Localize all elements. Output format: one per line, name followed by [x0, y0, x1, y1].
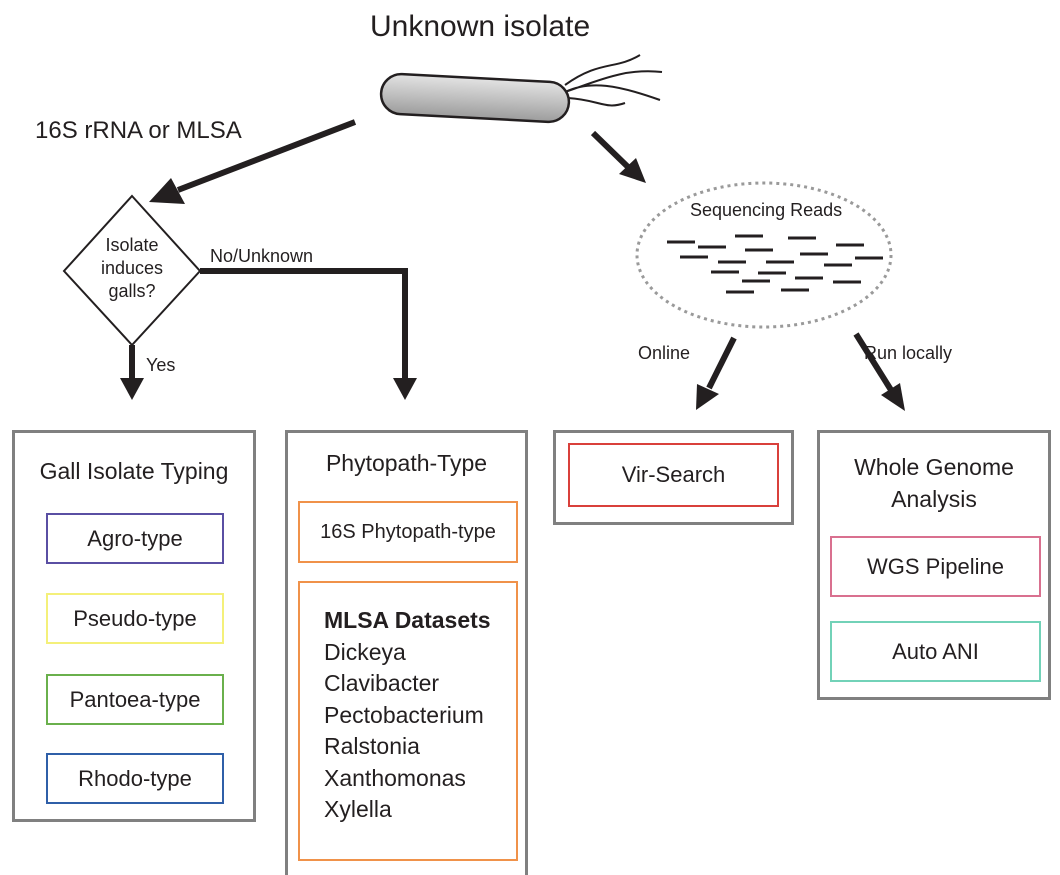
edge-label-run-locally: Run locally [864, 343, 953, 363]
panel-title-phytopath: Phytopath-Type [325, 450, 488, 476]
arrow-yes [120, 345, 144, 400]
arrow-online [696, 336, 737, 410]
edge-label-online: Online [638, 343, 691, 363]
mlsa-heading: MLSA Datasets [324, 607, 491, 633]
edge-label-no-unknown: No/Unknown [210, 246, 314, 266]
diagram-title: Unknown isolate [370, 10, 591, 43]
tool-pantoea-type[interactable]: Pantoea-type [46, 674, 224, 725]
edge-label-yes: Yes [146, 355, 176, 375]
mlsa-dataset-clavibacter[interactable]: Clavibacter [324, 670, 440, 696]
panel-gall-isolate-typing: Gall Isolate Typing Agro-type Pseudo-typ… [12, 430, 256, 822]
panel-title-wga-line-2: Analysis [891, 486, 977, 512]
tool-rhodo-type[interactable]: Rhodo-type [46, 753, 224, 804]
bacterium-icon [379, 54, 663, 124]
mlsa-datasets-box: MLSA Datasets Dickeya Clavibacter Pectob… [298, 581, 518, 861]
arrow-run-locally [853, 332, 905, 411]
decision-line-3: galls? [108, 281, 156, 301]
tool-pseudo-type[interactable]: Pseudo-type [46, 593, 224, 644]
mlsa-dataset-xanthomonas[interactable]: Xanthomonas [324, 764, 466, 791]
tool-wgs-pipeline[interactable]: WGS Pipeline [830, 536, 1041, 597]
mlsa-dataset-ralstonia[interactable]: Ralstonia [324, 733, 420, 759]
mlsa-dataset-dickeya[interactable]: Dickeya [324, 638, 406, 665]
panel-title-wga-line-1: Whole Genome [854, 454, 1014, 480]
edge-label-16s-mlsa: 16S rRNA or MLSA [35, 117, 242, 144]
decision-line-1: Isolate [105, 235, 159, 255]
mlsa-dataset-pectobacterium[interactable]: Pectobacterium [324, 701, 484, 728]
panel-vir-search: Vir-Search [553, 430, 794, 525]
mlsa-dataset-xylella[interactable]: Xylella [324, 796, 392, 822]
tool-agro-type[interactable]: Agro-type [46, 513, 224, 564]
tool-16s-phytopath-type[interactable]: 16S Phytopath-type [298, 501, 518, 563]
tool-auto-ani[interactable]: Auto ANI [830, 621, 1041, 682]
panel-whole-genome-analysis: Whole Genome Analysis WGS Pipeline Auto … [817, 430, 1051, 700]
arrow-to-decision [149, 119, 357, 204]
panel-title-gall: Gall Isolate Typing [39, 458, 229, 484]
sequencing-reads-ellipse [635, 181, 893, 329]
panel-phytopath-type: Phytopath-Type 16S Phytopath-type MLSA D… [285, 430, 528, 875]
decision-text: Isolate induces galls? [82, 234, 182, 303]
decision-line-2: induces [100, 258, 164, 278]
sequencing-reads-icon [667, 234, 883, 294]
arrow-to-sequencing [590, 130, 646, 183]
sequencing-reads-label: Sequencing Reads [690, 200, 843, 220]
tool-vir-search[interactable]: Vir-Search [568, 443, 779, 507]
arrow-no-unknown [200, 268, 417, 400]
